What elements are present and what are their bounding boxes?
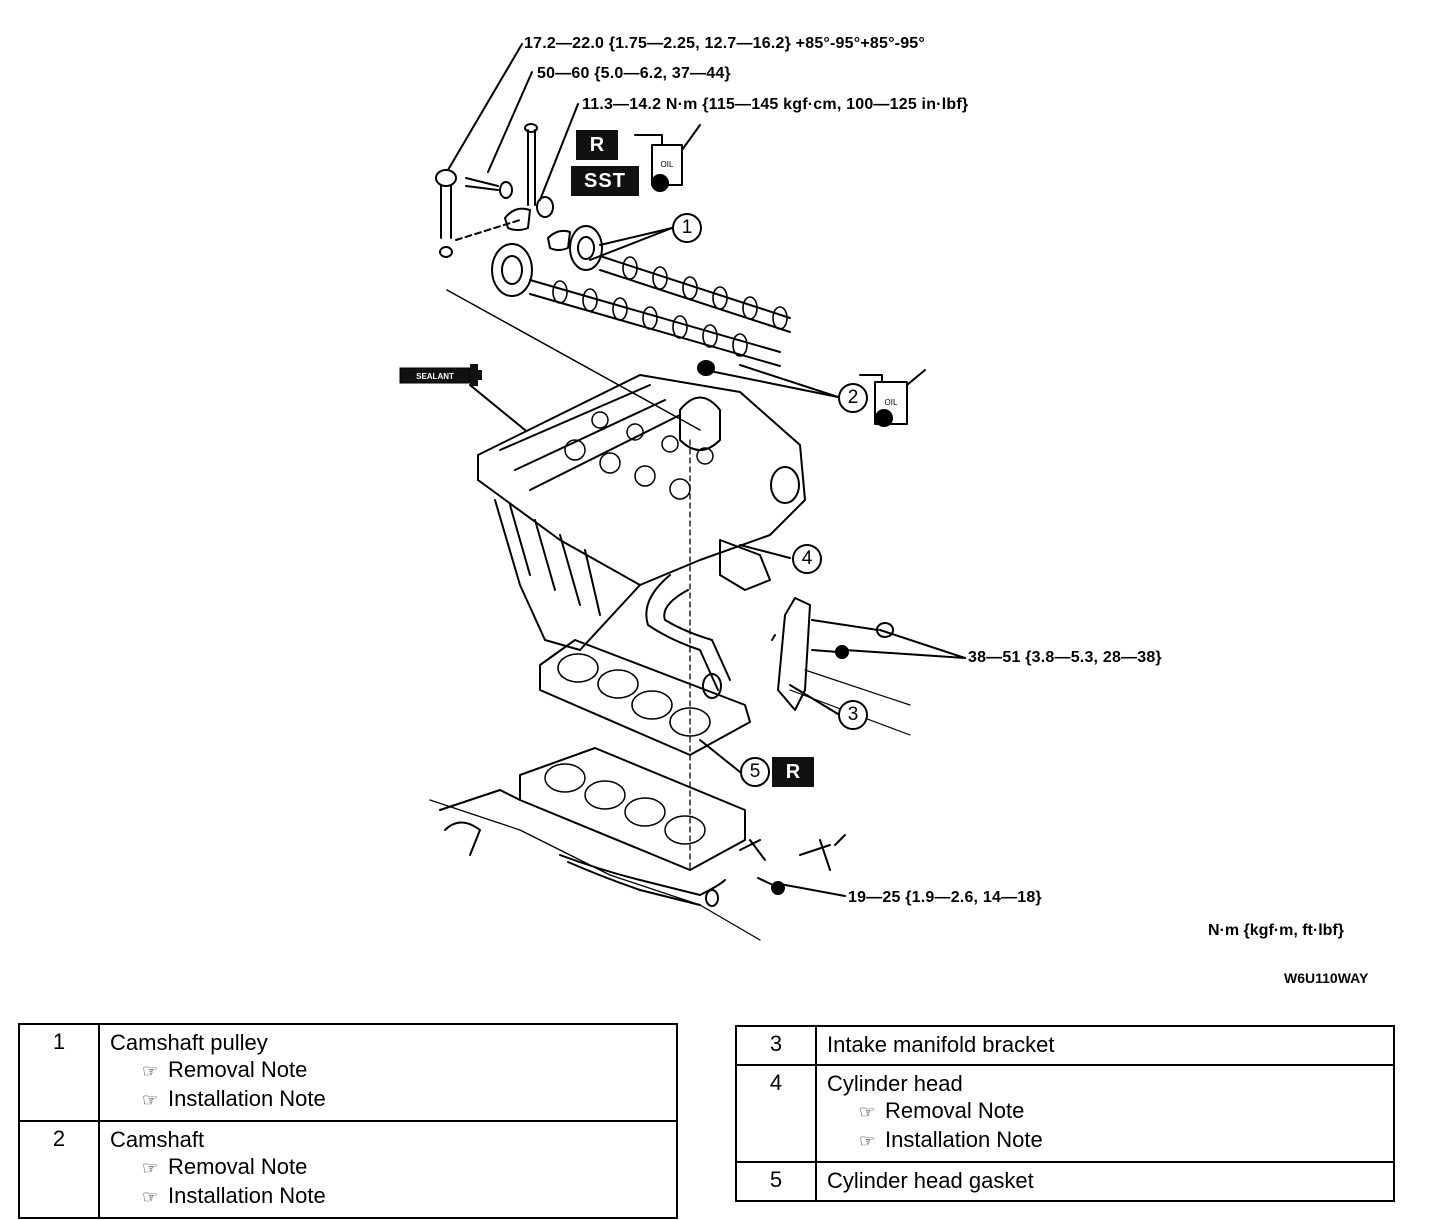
- legend-number: 3: [735, 1025, 817, 1066]
- legend-row: 1 Camshaft pulley ☞Removal Note ☞Install…: [18, 1023, 678, 1122]
- pointing-hand-icon: ☞: [859, 1102, 876, 1122]
- legend-row: 5 Cylinder head gasket: [735, 1161, 1395, 1202]
- top-bolts: [435, 123, 554, 258]
- pointing-hand-icon: ☞: [859, 1131, 876, 1151]
- removal-note-link[interactable]: ☞Removal Note: [110, 1153, 666, 1182]
- replace-badge: R: [576, 130, 618, 160]
- pointing-hand-icon: ☞: [142, 1187, 159, 1207]
- cylinder-head-gasket: [539, 639, 751, 756]
- legend-item: Camshaft ☞Removal Note ☞Installation Not…: [98, 1120, 678, 1219]
- legend-number: 4: [735, 1064, 817, 1163]
- oil-label-2: OIL: [885, 398, 898, 407]
- oil-can-icon-2: [859, 369, 926, 427]
- legend-item-name: Cylinder head: [827, 1071, 963, 1096]
- legend-table-right: 3 Intake manifold bracket 4 Cylinder hea…: [735, 1025, 1395, 1202]
- camshaft-pulleys: [491, 225, 603, 297]
- torque-spec-bracket-bolts: 38—51 {3.8—5.3, 28—38}: [968, 649, 1162, 666]
- callout-2: 2: [838, 383, 868, 413]
- legend-row: 3 Intake manifold bracket: [735, 1025, 1395, 1066]
- legend-item: Camshaft pulley ☞Removal Note ☞Installat…: [98, 1023, 678, 1122]
- legend-item: Cylinder head ☞Removal Note ☞Installatio…: [815, 1064, 1395, 1163]
- legend-number: 5: [735, 1161, 817, 1202]
- legend-row: 4 Cylinder head ☞Removal Note ☞Installat…: [735, 1064, 1395, 1163]
- oil-can-icon: [634, 124, 701, 192]
- oil-label: OIL: [661, 160, 674, 169]
- legend-item-name: Camshaft pulley: [110, 1030, 268, 1055]
- torque-spec-bolt-2: 50—60 {5.0—6.2, 37—44}: [537, 65, 731, 82]
- camshaft-caps: [504, 207, 571, 251]
- installation-note-link[interactable]: ☞Installation Note: [110, 1085, 666, 1114]
- cylinder-block: [429, 747, 846, 941]
- pointing-hand-icon: ☞: [142, 1061, 159, 1081]
- callout-3: 3: [838, 700, 868, 730]
- torque-spec-cap-bolt: 17.2—22.0 {1.75—2.25, 12.7—16.2} +85°-95…: [524, 35, 926, 52]
- intake-manifold-bracket: [771, 597, 911, 736]
- figure-code: W6U110WAY: [1284, 970, 1369, 986]
- removal-note-link[interactable]: ☞Removal Note: [827, 1097, 1383, 1126]
- legend-table-left: 1 Camshaft pulley ☞Removal Note ☞Install…: [18, 1023, 678, 1219]
- legend-item-name: Cylinder head gasket: [827, 1168, 1034, 1193]
- torque-spec-bolt-3: 11.3—14.2 N·m {115—145 kgf·cm, 100—125 i…: [582, 96, 969, 113]
- legend-item-name: Intake manifold bracket: [827, 1032, 1055, 1057]
- sealant-label: SEALANT: [416, 372, 454, 381]
- exploded-view-diagram: SEALANT OIL OIL: [399, 43, 966, 941]
- legend-number: 2: [18, 1120, 100, 1219]
- installation-note-link[interactable]: ☞Installation Note: [827, 1126, 1383, 1155]
- legend-item-name: Camshaft: [110, 1127, 205, 1152]
- unit-note: N·m {kgf·m, ft·lbf}: [1208, 922, 1344, 939]
- pointing-hand-icon: ☞: [142, 1158, 159, 1178]
- legend-item: Intake manifold bracket: [815, 1025, 1395, 1066]
- sst-badge: SST: [571, 166, 639, 196]
- legend-number: 1: [18, 1023, 100, 1122]
- callout-4: 4: [792, 544, 822, 574]
- torque-spec-bottom-bolt: 19—25 {1.9—2.6, 14—18}: [848, 889, 1042, 906]
- callout-1: 1: [672, 213, 702, 243]
- leader-lines: [446, 43, 966, 897]
- cylinder-head: [477, 374, 806, 699]
- removal-note-link[interactable]: ☞Removal Note: [110, 1056, 666, 1085]
- installation-note-link[interactable]: ☞Installation Note: [110, 1182, 666, 1211]
- sealant-tube-icon: SEALANT: [399, 364, 482, 386]
- replace-badge-gasket: R: [772, 757, 814, 787]
- pointing-hand-icon: ☞: [142, 1090, 159, 1110]
- callout-5: 5: [740, 757, 770, 787]
- legend-row: 2 Camshaft ☞Removal Note ☞Installation N…: [18, 1120, 678, 1219]
- legend-item: Cylinder head gasket: [815, 1161, 1395, 1202]
- camshafts: [529, 255, 791, 376]
